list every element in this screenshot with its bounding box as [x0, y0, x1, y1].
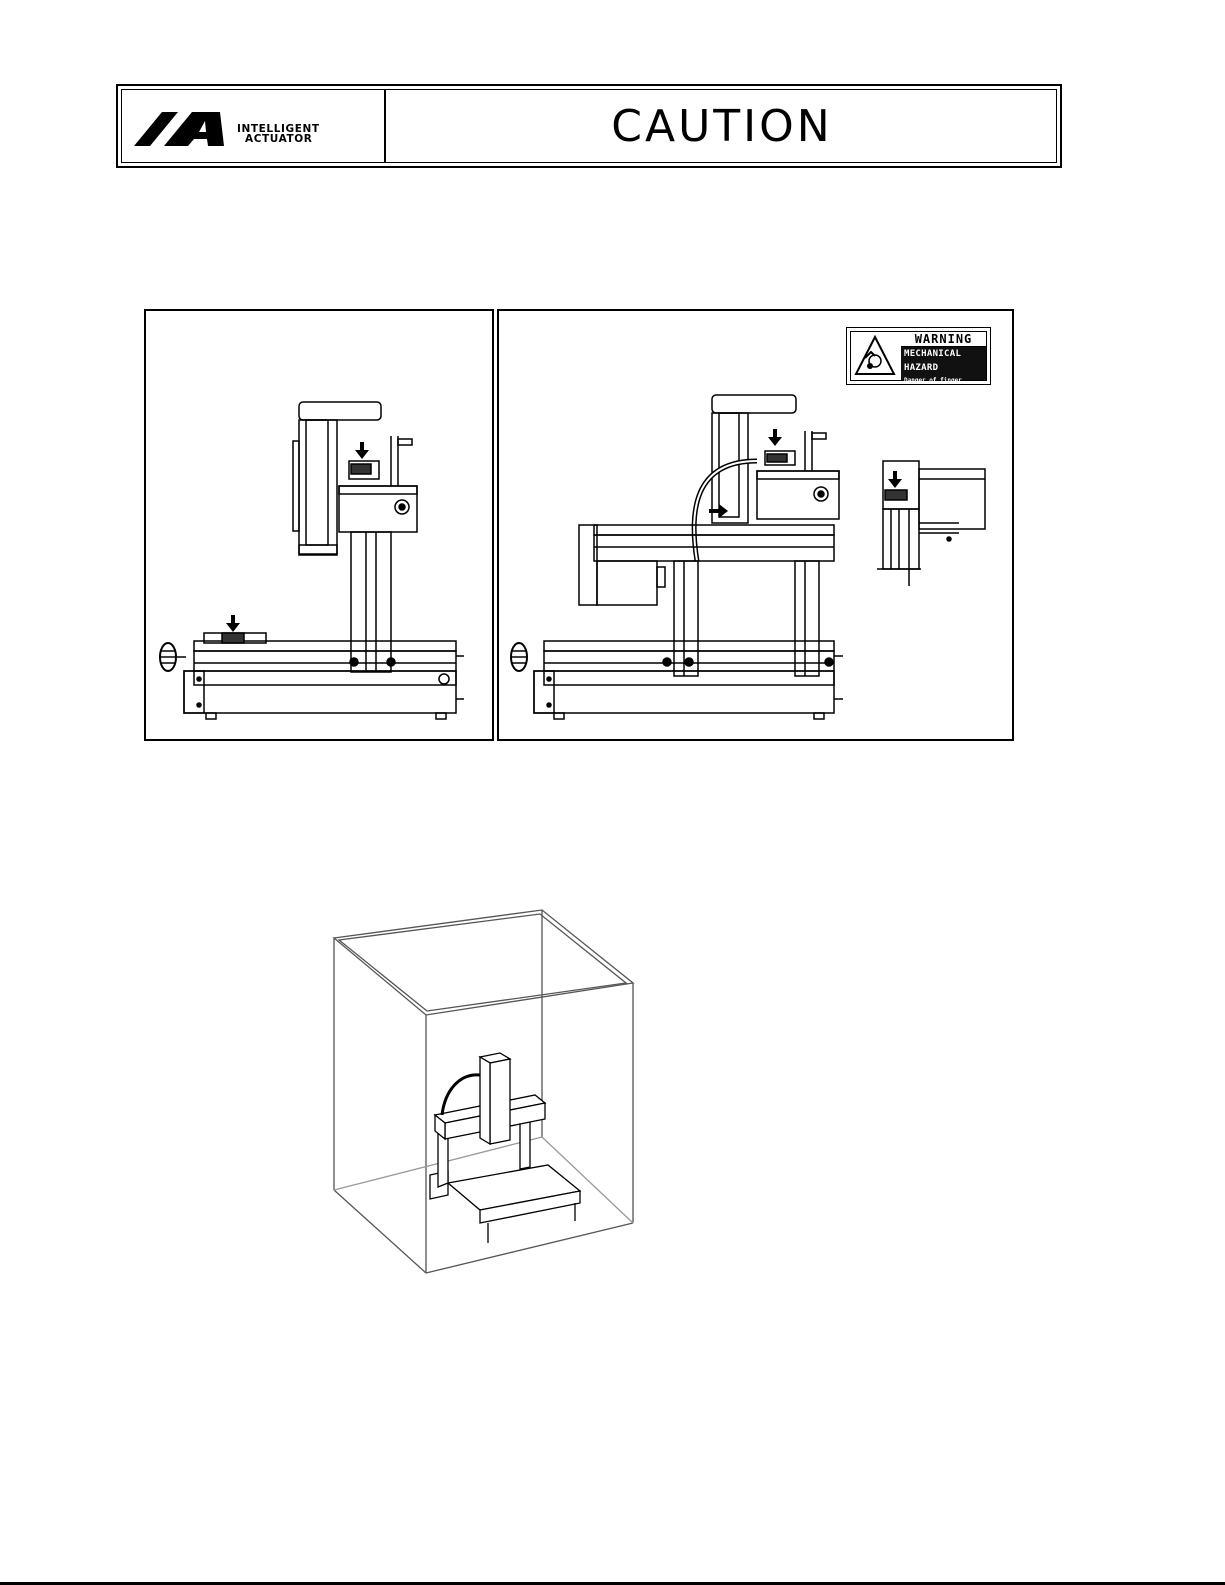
robot-diagram-figure: WARNING MECHANICAL HAZARD Danger of fing…	[144, 309, 1014, 741]
page-title: CAUTION	[388, 90, 1056, 162]
logo-cell: INTELLIGENT ACTUATOR	[122, 90, 386, 162]
down-arrow-icon	[888, 471, 902, 488]
single-axis-robot-drawing	[146, 311, 492, 739]
enclosure-diagram-figure	[330, 905, 650, 1280]
left-panel-single-axis	[144, 309, 494, 741]
down-arrow-icon	[226, 615, 240, 632]
down-arrow-icon	[768, 429, 782, 446]
header-frame: INTELLIGENT ACTUATOR CAUTION	[121, 89, 1057, 163]
robot-enclosure-drawing	[330, 905, 650, 1280]
ia-logo-icon	[134, 109, 234, 149]
logo-wordmark: INTELLIGENT ACTUATOR	[237, 124, 320, 144]
logo-line-2: ACTUATOR	[237, 134, 320, 144]
document-header: INTELLIGENT ACTUATOR CAUTION	[116, 84, 1062, 168]
right-panel-cartesian: WARNING MECHANICAL HAZARD Danger of fing…	[497, 309, 1014, 741]
cartesian-robot-drawing	[499, 311, 1012, 739]
down-arrow-icon	[355, 442, 369, 459]
